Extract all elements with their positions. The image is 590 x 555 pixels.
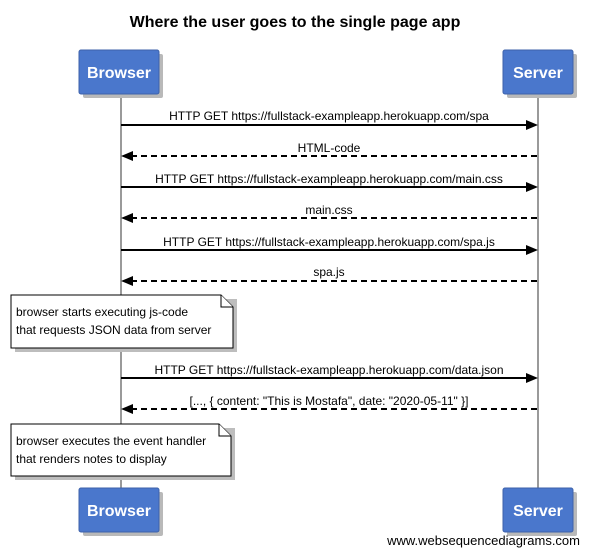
- message-3: HTTP GET https://fullstack-exampleapp.he…: [121, 172, 538, 192]
- participant-label: Server: [513, 503, 563, 520]
- arrowhead-icon: [526, 373, 538, 383]
- participant-browser-top[interactable]: Browser: [78, 49, 163, 98]
- message-label: [..., { content: "This is Mostafa", date…: [190, 394, 469, 408]
- note-2: browser executes the event handler that …: [10, 423, 235, 480]
- arrowhead-icon: [121, 276, 133, 286]
- message-5: HTTP GET https://fullstack-exampleapp.he…: [121, 235, 538, 255]
- message-8: [..., { content: "This is Mostafa", date…: [121, 394, 538, 414]
- note-line: browser starts executing js-code: [16, 305, 188, 319]
- diagram-title: Where the user goes to the single page a…: [130, 14, 461, 31]
- message-label: main.css: [305, 203, 352, 217]
- arrowhead-icon: [121, 404, 133, 414]
- participant-server-bottom[interactable]: Server: [502, 487, 577, 536]
- participant-browser-bottom[interactable]: Browser: [78, 487, 163, 536]
- message-label: spa.js: [313, 265, 344, 279]
- message-label: HTTP GET https://fullstack-exampleapp.he…: [169, 109, 489, 123]
- message-7: HTTP GET https://fullstack-exampleapp.he…: [121, 363, 538, 383]
- message-label: HTTP GET https://fullstack-exampleapp.he…: [154, 363, 503, 377]
- arrowhead-icon: [526, 182, 538, 192]
- participant-server-top[interactable]: Server: [502, 49, 577, 98]
- message-6: spa.js: [121, 265, 538, 286]
- arrowhead-icon: [526, 120, 538, 130]
- participant-label: Browser: [87, 503, 151, 520]
- participant-label: Browser: [87, 65, 151, 82]
- message-label: HTTP GET https://fullstack-exampleapp.he…: [155, 172, 503, 186]
- note-line: browser executes the event handler: [16, 434, 206, 448]
- note-1: browser starts executing js-code that re…: [10, 294, 237, 352]
- note-line: that requests JSON data from server: [16, 323, 211, 337]
- arrowhead-icon: [121, 213, 133, 223]
- arrowhead-icon: [121, 151, 133, 161]
- note-line: that renders notes to display: [16, 452, 167, 466]
- watermark-text[interactable]: www.websequencediagrams.com: [386, 533, 580, 548]
- arrowhead-icon: [526, 245, 538, 255]
- participant-label: Server: [513, 65, 563, 82]
- message-label: HTTP GET https://fullstack-exampleapp.he…: [163, 235, 495, 249]
- message-label: HTML-code: [298, 141, 361, 155]
- message-4: main.css: [121, 203, 538, 223]
- message-1: HTTP GET https://fullstack-exampleapp.he…: [121, 109, 538, 130]
- message-2: HTML-code: [121, 141, 538, 161]
